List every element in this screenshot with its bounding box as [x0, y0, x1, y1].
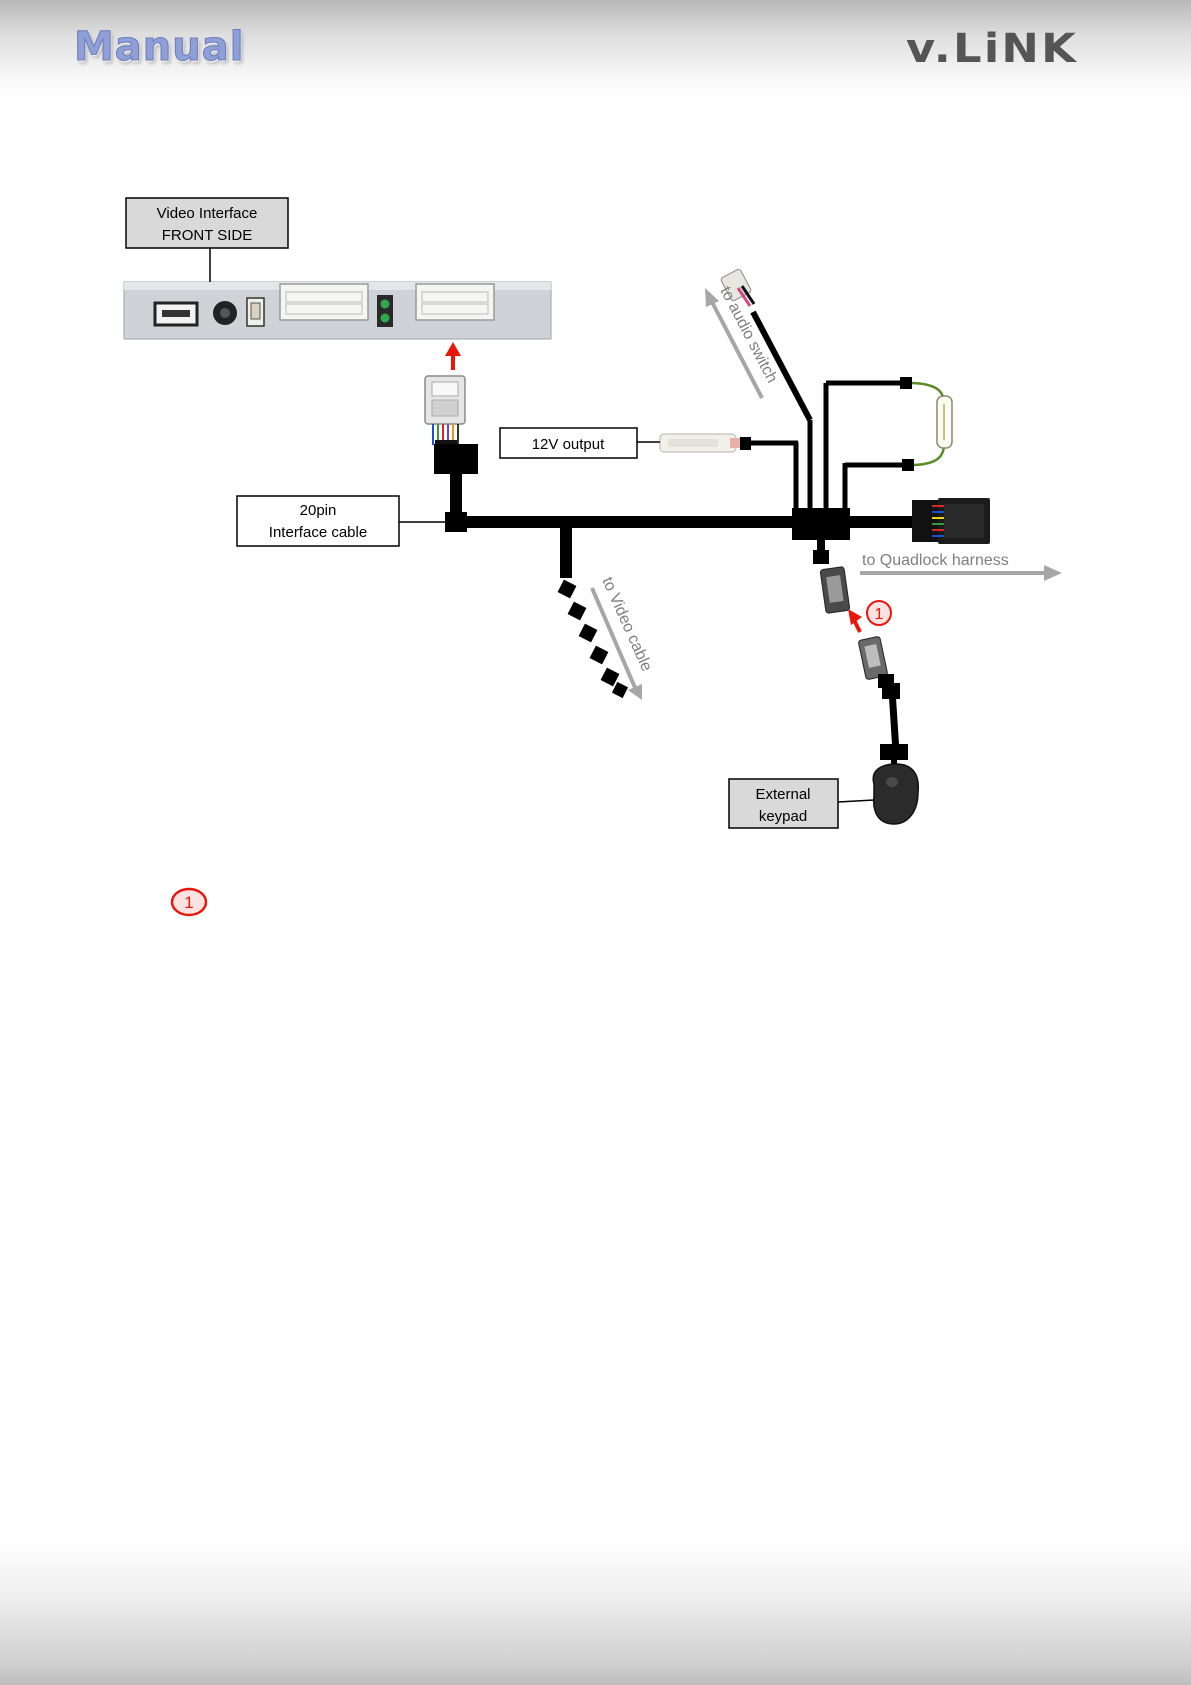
keypad-plug [858, 636, 894, 688]
external-keypad-label-line1: External [755, 786, 810, 803]
cable-harness [434, 312, 918, 776]
interface-cable-label-line1: 20pin [300, 502, 337, 519]
20pin-plug [425, 376, 465, 450]
video-interface-unit [124, 282, 551, 339]
fuse-holder [912, 383, 952, 465]
legend-step-number: 1 [184, 893, 193, 912]
quadlock-arrow: to Quadlock harness [860, 552, 1062, 581]
video-interface-label-line2: FRONT SIDE [162, 227, 253, 244]
legend-step-marker: 1 [170, 887, 208, 917]
external-keypad-label-line2: keypad [759, 808, 807, 825]
step-marker-number: 1 [875, 606, 884, 623]
keypad-socket [820, 567, 850, 614]
keypad-plug-arrow-icon [848, 609, 862, 632]
page-footer [0, 1540, 1191, 1685]
video-interface-label: Video Interface FRONT SIDE [126, 198, 288, 248]
interface-port-left [280, 284, 368, 320]
plug-in-arrow-icon [445, 342, 461, 370]
round-jack-icon [213, 301, 237, 325]
small-connector-icon [247, 298, 264, 326]
usb-port-icon [155, 303, 197, 325]
step-marker: 1 [867, 601, 891, 625]
video-cable-arrow: to Video cable [592, 575, 655, 700]
status-leds-icon [377, 295, 393, 327]
video-interface-label-line1: Video Interface [157, 205, 258, 222]
12v-output-label-text: 12V output [532, 436, 605, 453]
external-keypad [873, 764, 918, 824]
interface-port-right [416, 284, 494, 320]
interface-cable-label: 20pin Interface cable [237, 496, 399, 546]
12v-output-label: 12V output [500, 428, 637, 458]
12v-output-connector [660, 434, 740, 452]
quadlock-connector [912, 498, 990, 544]
interface-cable-label-line2: Interface cable [269, 524, 367, 541]
quadlock-arrow-label: to Quadlock harness [862, 552, 1009, 569]
external-keypad-label: External keypad [729, 779, 838, 828]
